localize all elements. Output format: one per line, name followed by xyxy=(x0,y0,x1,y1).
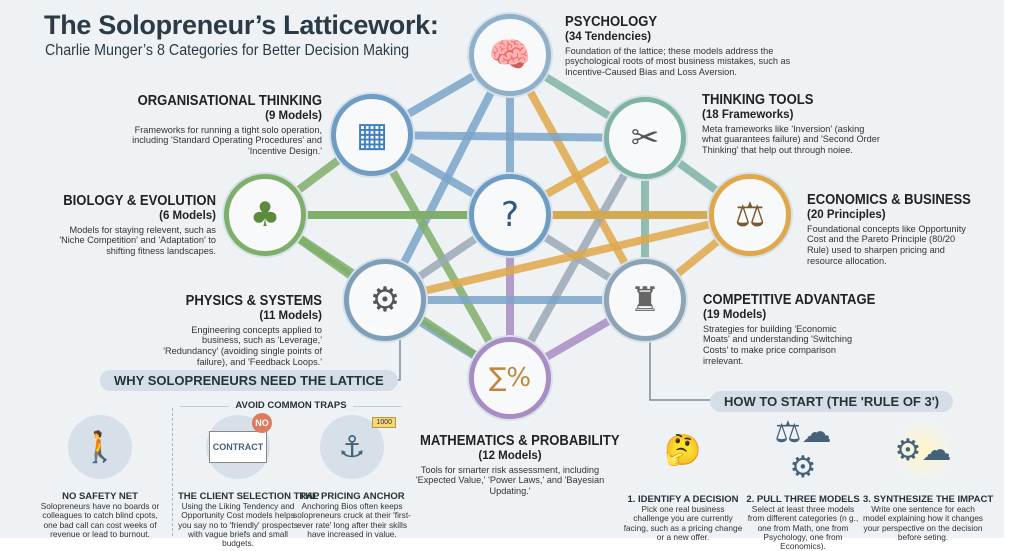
category-psychology: PSYCHOLOGY (34 Tendencies) Foundation of… xyxy=(565,14,795,78)
category-title: THINKING TOOLS xyxy=(702,92,814,108)
price-tag: 1000 xyxy=(372,417,396,428)
category-desc: Foundational concepts like Opportunity C… xyxy=(807,223,966,266)
item-desc: Anchoring Bios often keeps solopreneurs … xyxy=(293,501,411,539)
brain-gears-icon: 🧠 xyxy=(469,14,551,96)
category-economics: ECONOMICS & BUSINESS (20 Principles) Fou… xyxy=(807,192,977,266)
why-item-pricing-anchor: ⚓ 1000 THE PRICING ANCHOR Anchoring Bios… xyxy=(292,415,412,539)
connector-organisational-math xyxy=(368,133,514,380)
contract-no-icon: CONTRACT NO xyxy=(206,413,272,479)
math-dice-icon: ∑% xyxy=(469,337,551,419)
castle-icon: ♜ xyxy=(604,259,686,341)
category-competitive: COMPETITIVE ADVANTAGE (19 Models) Strate… xyxy=(703,292,876,366)
page-subtitle: Charlie Munger’s 8 Categories for Better… xyxy=(45,42,410,59)
gears-cloud-icon: ⚙☁ xyxy=(891,418,955,482)
category-count: (34 Tendencies) xyxy=(565,30,652,43)
category-count: (19 Models) xyxy=(703,308,767,321)
step-desc: Write one sentence for each model explai… xyxy=(863,504,983,542)
tools-icon: ✂ xyxy=(604,97,686,179)
category-count: (6 Models) xyxy=(159,209,216,222)
how-step-2: ⚖☁⚙ 2. PULL THREE MODELS Select at least… xyxy=(743,415,863,551)
tightrope-walker-icon: 🚶 xyxy=(68,415,132,479)
step-desc: Pick one real business challenge you are… xyxy=(623,504,743,542)
category-count: (12 Models) xyxy=(478,449,542,462)
item-title: NO SAFETY NET xyxy=(62,491,138,502)
category-desc: Models for staying relevent, such as 'Ni… xyxy=(59,224,216,257)
connector-organisational-thinking xyxy=(371,131,646,142)
avoid-traps-heading: AVOID COMMON TRAPS xyxy=(180,400,402,411)
no-badge: NO xyxy=(252,413,272,433)
category-title: ECONOMICS & BUSINESS xyxy=(807,192,971,208)
category-title: COMPETITIVE ADVANTAGE xyxy=(703,292,876,308)
thinking-person-icon: ? xyxy=(469,174,551,256)
category-desc: Foundation of the lattice; these models … xyxy=(565,45,791,78)
category-desc: Tools for smarter risk assessment, inclu… xyxy=(415,464,605,497)
category-title: PHYSICS & SYSTEMS xyxy=(185,293,322,309)
avoid-traps-label: AVOID COMMON TRAPS xyxy=(229,400,353,411)
how-step-3: ⚙☁ 3. SYNTHESIZE THE IMPACT Write one se… xyxy=(863,418,994,542)
item-title: THE PRICING ANCHOR xyxy=(299,491,405,502)
scales-icon: ⚖ xyxy=(709,174,791,256)
why-item-no-safety-net: 🚶 NO SAFETY NET Solopreneurs have no boa… xyxy=(40,415,160,539)
category-organisational: ORGANISATIONAL THINKING (9 Models) Frame… xyxy=(102,93,322,157)
category-count: (18 Frameworks) xyxy=(702,108,794,121)
category-count: (20 Principles) xyxy=(807,208,886,221)
three-models-icon: ⚖☁⚙ xyxy=(774,415,832,485)
callout-line xyxy=(649,340,712,401)
contract-label: CONTRACT xyxy=(208,431,268,463)
step-title: 1. IDENTIFY A DECISION xyxy=(627,494,739,505)
tree-dna-icon: ♣ xyxy=(224,174,306,256)
connector-economics-physics xyxy=(384,211,751,304)
category-physics: PHYSICS & SYSTEMS (11 Models) Engineerin… xyxy=(150,293,322,367)
why-item-client-trap: CONTRACT NO THE CLIENT SELECTION TRAP Us… xyxy=(178,413,320,549)
item-desc: Solopreneurs have no boards or colleague… xyxy=(40,501,160,539)
category-thinking-tools: THINKING TOOLS (18 Frameworks) Meta fram… xyxy=(702,92,882,156)
category-title: PSYCHOLOGY xyxy=(565,14,658,30)
why-lattice-heading: WHY SOLOPRENEURS NEED THE LATTICE xyxy=(100,370,398,391)
page-title: The Solopreneur’s Latticework: xyxy=(44,10,439,40)
category-title: BIOLOGY & EVOLUTION xyxy=(63,193,216,209)
category-desc: Strategies for building 'Economic Moats'… xyxy=(703,323,853,366)
how-to-start-heading: HOW TO START (THE 'RULE OF 3') xyxy=(710,391,954,412)
step-title: 2. PULL THREE MODELS xyxy=(746,494,860,505)
item-desc: Using the Liking Tendency and Opportunit… xyxy=(178,501,298,549)
lever-gears-icon: ⚙ xyxy=(344,259,426,341)
category-desc: Frameworks for running a tight solo oper… xyxy=(132,124,322,157)
category-count: (9 Models) xyxy=(265,109,322,122)
person-flowchart-icon: 🤔 xyxy=(664,432,702,468)
anchor-icon: ⚓ 1000 xyxy=(320,415,396,479)
category-title: ORGANISATIONAL THINKING xyxy=(137,93,322,109)
item-title: THE CLIENT SELECTION TRAP xyxy=(178,491,320,502)
divider xyxy=(172,408,173,536)
flowchart-blueprint-icon: ▦ xyxy=(331,94,413,176)
step-desc: Select at least three models from differ… xyxy=(747,504,859,551)
category-biology: BIOLOGY & EVOLUTION (6 Models) Models fo… xyxy=(46,193,216,257)
category-desc: Engineering concepts applied to business… xyxy=(163,324,322,367)
step-title: 3. SYNTHESIZE THE IMPACT xyxy=(863,494,994,505)
category-title: MATHEMATICS & PROBABILITY xyxy=(420,433,620,449)
how-step-1: 🤔 1. IDENTIFY A DECISION Pick one real b… xyxy=(623,418,743,542)
category-count: (11 Models) xyxy=(259,309,322,322)
category-desc: Meta frameworks like 'Inversion' (asking… xyxy=(702,123,880,156)
category-math: MATHEMATICS & PROBABILITY (12 Models) To… xyxy=(410,433,620,497)
